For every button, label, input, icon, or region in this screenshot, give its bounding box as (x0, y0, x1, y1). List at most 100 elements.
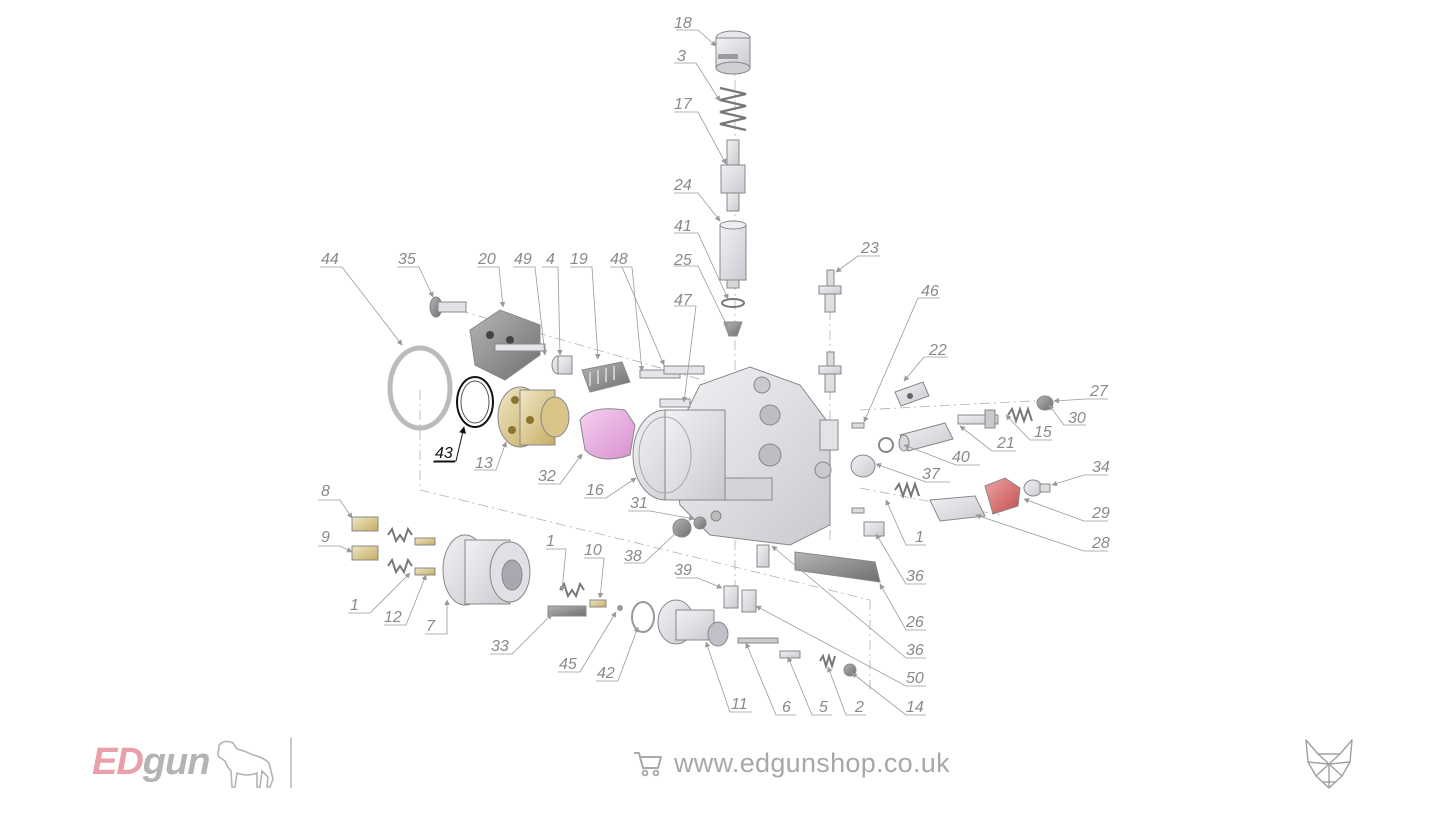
part-42-oring (631, 601, 655, 633)
callout-25: 25 (673, 252, 692, 269)
part-1-spring-right (894, 480, 920, 500)
callout-16: 16 (586, 482, 604, 499)
callout-32: 32 (538, 468, 556, 485)
callout-5: 5 (819, 699, 828, 716)
callout-1-right: 1 (915, 529, 924, 546)
callout-19: 19 (570, 251, 588, 268)
part-24-piston (719, 220, 747, 289)
callout-18: 18 (674, 15, 692, 32)
callout-3: 3 (677, 48, 686, 65)
callout-27: 27 (1089, 383, 1109, 400)
callout-39: 39 (674, 562, 692, 579)
part-25-cone (723, 321, 743, 337)
part-11-regulator (657, 599, 729, 647)
part-37-cap (850, 454, 876, 478)
part-36-50-cylinders (723, 544, 770, 613)
callout-47: 47 (674, 292, 693, 309)
callout-40: 40 (952, 449, 970, 466)
callout-17: 17 (674, 96, 693, 113)
part-16-cylinder (632, 409, 726, 501)
callout-13: 13 (475, 455, 493, 472)
part-23-valve-top (818, 269, 842, 393)
part-29-red-lever (984, 477, 1021, 515)
part-41-oring (721, 298, 745, 308)
callout-50: 50 (906, 670, 924, 687)
brand-gun-text: gun (142, 740, 211, 783)
callout-9: 9 (321, 529, 330, 546)
callout-10: 10 (584, 542, 602, 559)
part-48-pins (639, 365, 705, 408)
callout-42: 42 (597, 665, 615, 682)
callout-35: 35 (398, 251, 416, 268)
part-3-spring (719, 86, 747, 132)
part-40-body (898, 422, 954, 452)
callout-34: 34 (1092, 459, 1110, 476)
part-7-manifold (442, 534, 531, 606)
part-34-screw (1023, 479, 1051, 497)
callout-26: 26 (905, 614, 924, 631)
callout-4: 4 (546, 251, 555, 268)
part-18-cap (715, 30, 751, 75)
callout-37: 37 (922, 466, 941, 483)
part-44-large-oring (387, 345, 453, 431)
part-36-small-cyl (851, 507, 885, 537)
part-19-selector (581, 361, 631, 393)
callout-2: 2 (854, 699, 864, 716)
part-8-9-fittings (351, 516, 436, 576)
part-20-endcap (469, 309, 546, 381)
callout-48: 48 (610, 251, 628, 268)
shopping-cart-icon (634, 751, 662, 776)
callout-14: 14 (906, 699, 924, 716)
part-1-10-valve-parts (559, 581, 607, 608)
part-17-stem (720, 139, 746, 212)
callout-46: 46 (921, 283, 939, 300)
callout-15: 15 (1034, 424, 1052, 441)
part-49-bushing (551, 355, 573, 375)
part-30-cap (1036, 395, 1054, 411)
shop-link[interactable]: www.edgunshop.co.uk (632, 748, 950, 779)
part-21-valve (957, 409, 999, 429)
callout-11: 11 (731, 696, 748, 713)
callout-29: 29 (1091, 505, 1110, 522)
dog-icon (217, 740, 275, 788)
part-13-gold-block (497, 386, 570, 448)
brand-ed-text: ED (92, 740, 144, 783)
callout-8: 8 (321, 483, 330, 500)
callout-36-a: 36 (906, 568, 924, 585)
callout-22: 22 (928, 342, 947, 359)
callout-21: 21 (996, 435, 1015, 452)
callout-1-mid: 1 (546, 533, 555, 550)
callout-24: 24 (673, 177, 692, 194)
callout-labels: 18 3 17 24 41 25 47 23 46 22 27 30 15 21… (321, 15, 1110, 716)
callout-38: 38 (624, 548, 642, 565)
callout-49: 49 (514, 251, 532, 268)
callout-28: 28 (1091, 535, 1110, 552)
callout-23: 23 (860, 240, 879, 257)
callout-1-left: 1 (350, 597, 359, 614)
callout-44: 44 (321, 251, 339, 268)
footer-divider (290, 738, 292, 788)
callout-36-b: 36 (906, 642, 924, 659)
part-37-ring (878, 437, 894, 453)
part-46-pin (851, 422, 865, 429)
callout-41: 41 (674, 218, 692, 235)
callout-43: 43 (435, 445, 453, 462)
part-6-5-2-14-small (737, 637, 857, 677)
shop-url-text: www.edgunshop.co.uk (674, 748, 950, 778)
callout-12: 12 (384, 609, 402, 626)
part-33-spring (547, 605, 587, 617)
callout-45: 45 (559, 656, 577, 673)
edgun-logo[interactable]: ED gun (92, 734, 277, 790)
callout-6: 6 (782, 699, 791, 716)
part-35-screw (429, 296, 467, 318)
part-43-oring (456, 376, 494, 428)
part-28-body (929, 495, 986, 522)
callout-33: 33 (491, 638, 509, 655)
callout-7: 7 (426, 618, 436, 635)
callout-31: 31 (630, 495, 648, 512)
wolf-head-logo (1305, 739, 1353, 789)
callout-20: 20 (477, 251, 496, 268)
callout-30: 30 (1068, 410, 1086, 427)
part-22-plug (894, 381, 930, 407)
